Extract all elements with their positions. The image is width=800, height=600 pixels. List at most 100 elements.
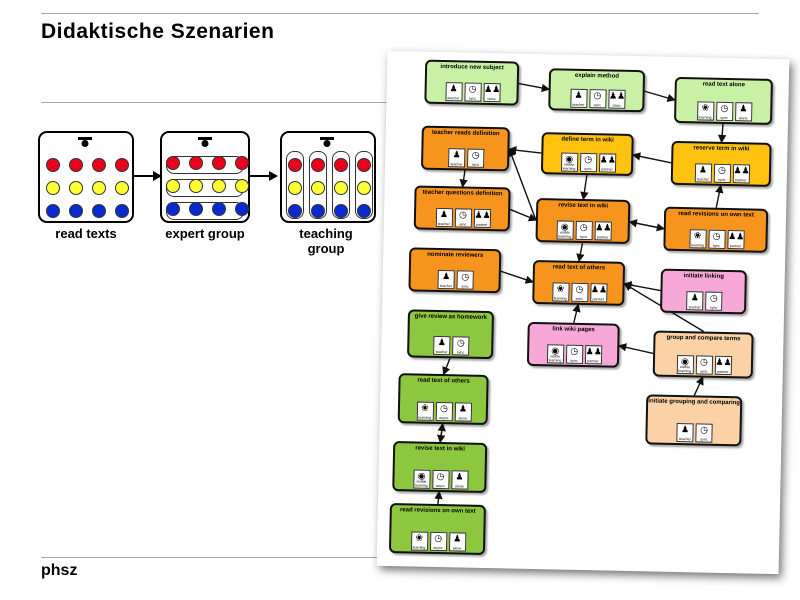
flow-arrow — [631, 152, 672, 164]
icon-caption: learning — [418, 415, 432, 420]
clock-icon: ◷sync — [452, 336, 470, 356]
clock-glyph: ◷ — [461, 272, 470, 283]
student-dot — [115, 158, 129, 172]
icon-caption: class — [612, 103, 621, 108]
clock-icon: ◷sync — [715, 101, 733, 122]
pair-icon: ♟♟partner — [584, 345, 602, 365]
brain-icon: ❀learning — [410, 531, 428, 551]
icon-caption: teacher — [435, 349, 448, 355]
pair-icon: ♟♟partner — [473, 208, 491, 229]
people-icon: ♟♟class — [607, 89, 625, 109]
group-label-expert-group: expert group — [165, 226, 245, 241]
flow-node: revise text in wiki◉visible learning◷asy… — [392, 441, 488, 494]
icon-caption: partner — [729, 244, 742, 249]
flow-node-label: initiate linking — [683, 273, 725, 280]
flow-node-label: read text of others — [552, 264, 606, 272]
icon-caption: sync — [468, 96, 477, 101]
flow-node: teacher questions definition♟teacher◷syn… — [413, 185, 511, 232]
clock-glyph: ◷ — [458, 210, 468, 221]
icon-caption: partner — [735, 178, 747, 183]
clock-icon: ◷sync — [570, 282, 589, 303]
icon-caption: learning — [553, 296, 567, 301]
col-pill — [355, 151, 373, 219]
flowchart-sheet: introduce new subject♟teacher◷sync♟♟clas… — [376, 50, 790, 575]
icon-caption: sync — [459, 222, 467, 227]
icon-caption: learning — [698, 115, 712, 120]
clock-glyph: ◷ — [471, 150, 480, 161]
clock-icon: ◷sync — [579, 152, 597, 173]
flow-node-label: revise text in wiki — [415, 445, 466, 453]
group-read-texts — [38, 131, 134, 223]
student-dot — [69, 181, 83, 195]
pair-glyph: ♟♟ — [474, 210, 491, 222]
pair-icon: ♟♟partner — [594, 221, 612, 241]
student-dot — [46, 158, 60, 172]
flow-arrow — [628, 219, 664, 230]
brain-glyph: ❀ — [701, 103, 710, 114]
flow-node-label: introduce new subject — [440, 63, 504, 72]
student-dot — [46, 181, 60, 195]
clock-icon: ◷sync — [467, 148, 485, 168]
pair-glyph: ♟♟ — [733, 166, 750, 177]
student-dot — [288, 158, 302, 172]
eye-icon: ◉visible learning — [676, 354, 694, 375]
clock-icon: ◷sync — [456, 270, 474, 290]
brain-icon: ❀learning — [551, 282, 570, 302]
icon-caption: sync — [709, 305, 718, 310]
icon-caption: alone — [738, 116, 748, 121]
icon-caption: async — [433, 545, 443, 551]
flow-node-label: revise text in wiki — [558, 202, 609, 210]
student-dot — [334, 158, 348, 172]
icon-caption: sync — [456, 350, 465, 355]
flow-arrow — [509, 208, 538, 222]
student-dot — [92, 181, 106, 195]
person-glyph: ♟ — [455, 472, 464, 483]
icon-caption: teacher — [437, 221, 450, 227]
footer-brand: phsz — [41, 562, 78, 579]
icon-caption: async — [435, 483, 446, 489]
flow-node-label: explain method — [574, 72, 620, 80]
flow-arrow — [459, 170, 468, 188]
student-dot — [46, 204, 60, 218]
teacher-icon — [78, 137, 92, 147]
flow-arrow — [572, 303, 581, 323]
pair-icon: ♟♟partner — [732, 164, 750, 184]
pair-icon: ♟♟partner — [598, 153, 616, 173]
student-dot — [92, 204, 106, 218]
student-dot — [166, 156, 180, 170]
student-dot — [235, 156, 249, 170]
pair-icon: ♟♟partner — [589, 283, 607, 303]
icon-caption: teacher — [572, 102, 585, 107]
clock-icon: ◷sync — [707, 229, 726, 249]
clock-icon: ◷async — [431, 469, 450, 490]
icon-caption: visible learning — [414, 479, 428, 488]
person-glyph: ♟ — [452, 150, 461, 161]
flow-node-label: read revisions on own text — [399, 507, 476, 515]
flow-node: give review as homework♟teacher◷sync — [407, 309, 495, 360]
icon-caption: visible learning — [678, 365, 692, 374]
person-glyph: ♟ — [698, 165, 708, 176]
icon-caption: sync — [718, 177, 726, 182]
clock-glyph: ◷ — [700, 425, 709, 436]
flow-arrow — [644, 90, 676, 102]
flow-node: read text alone❀learning◷sync♟alone — [673, 76, 773, 125]
flow-node-label: read revisions on own text — [678, 210, 754, 219]
arrow-right-icon — [134, 171, 162, 181]
student-dot — [334, 181, 348, 195]
clock-glyph: ◷ — [575, 284, 584, 296]
clock-icon: ◷sync — [705, 291, 723, 311]
teacher-icon — [198, 137, 212, 147]
flow-node: group and compare terms◉visible learning… — [652, 330, 754, 379]
student-dot — [357, 158, 371, 172]
person-glyph: ♟ — [690, 293, 699, 304]
icon-caption: teacher — [696, 177, 709, 182]
flow-arrows — [434, 82, 727, 505]
clock-glyph: ◷ — [712, 231, 721, 242]
clock-glyph: ◷ — [709, 293, 718, 304]
group-label-teaching-group: teaching group — [299, 226, 353, 256]
person-glyph: ♟ — [574, 90, 583, 101]
pair-icon: ♟♟partner — [714, 355, 732, 376]
clock-icon: ◷async — [429, 531, 447, 552]
pair-glyph: ♟♟ — [715, 357, 732, 369]
clock-icon: ◷async — [435, 401, 453, 422]
